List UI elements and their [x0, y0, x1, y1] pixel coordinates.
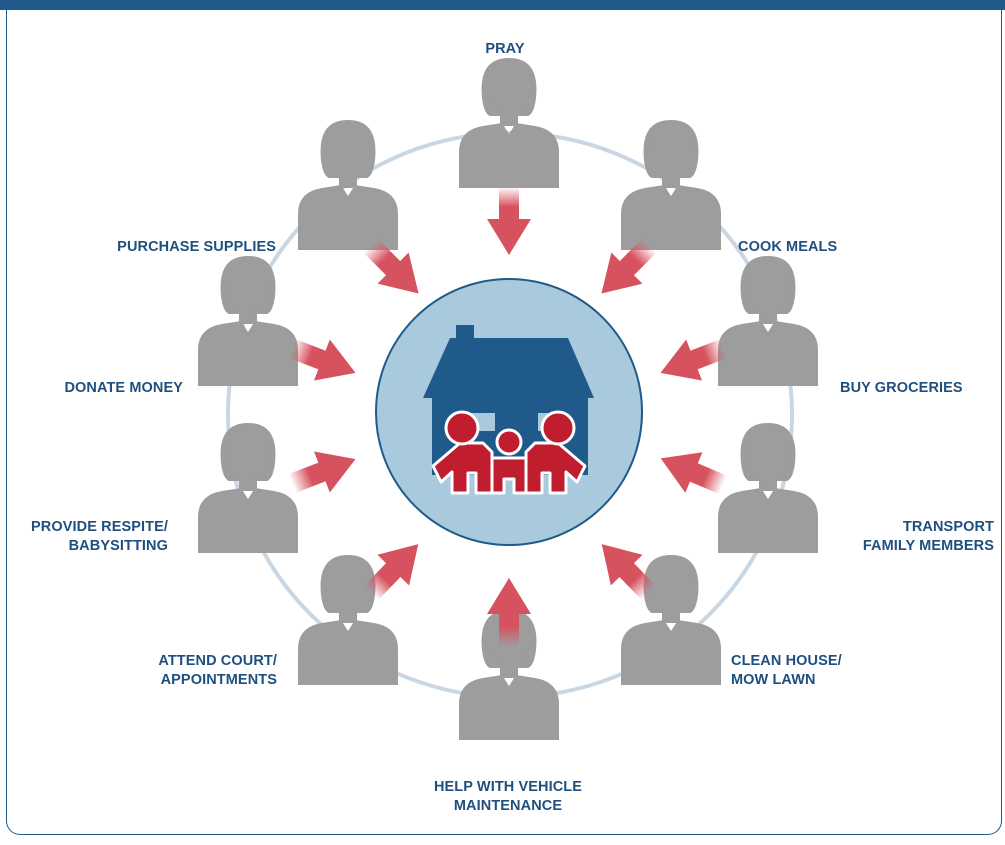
label-pray: PRAY	[485, 41, 525, 57]
person-icon-buy-groceries	[718, 256, 818, 386]
person-icon-cook-meals	[621, 120, 721, 250]
label-supplies: PURCHASE SUPPLIES	[117, 239, 276, 255]
header-bar	[0, 0, 1005, 10]
label-donate: DONATE MONEY	[64, 380, 183, 396]
arrow-icon-transport	[652, 438, 732, 506]
label-cook-meals: COOK MEALS	[738, 239, 838, 255]
arrow-icon-respite	[284, 438, 364, 505]
content-frame	[6, 0, 1002, 835]
arrow-icon-pray	[487, 187, 531, 255]
label-respite: PROVIDE RESPITE/BABYSITTING	[31, 519, 168, 554]
person-icon-pray	[459, 58, 559, 188]
person-icon-transport	[718, 423, 818, 553]
family-icon	[431, 410, 587, 495]
label-clean-house: CLEAN HOUSE/MOW LAWN	[731, 653, 842, 688]
label-buy-groceries: BUY GROCERIES	[840, 380, 963, 396]
person-icon-respite	[198, 423, 298, 553]
person-icon-donate	[198, 256, 298, 386]
label-attend-court: ATTEND COURT/APPOINTMENTS	[158, 653, 277, 688]
person-icon-supplies	[298, 120, 398, 250]
